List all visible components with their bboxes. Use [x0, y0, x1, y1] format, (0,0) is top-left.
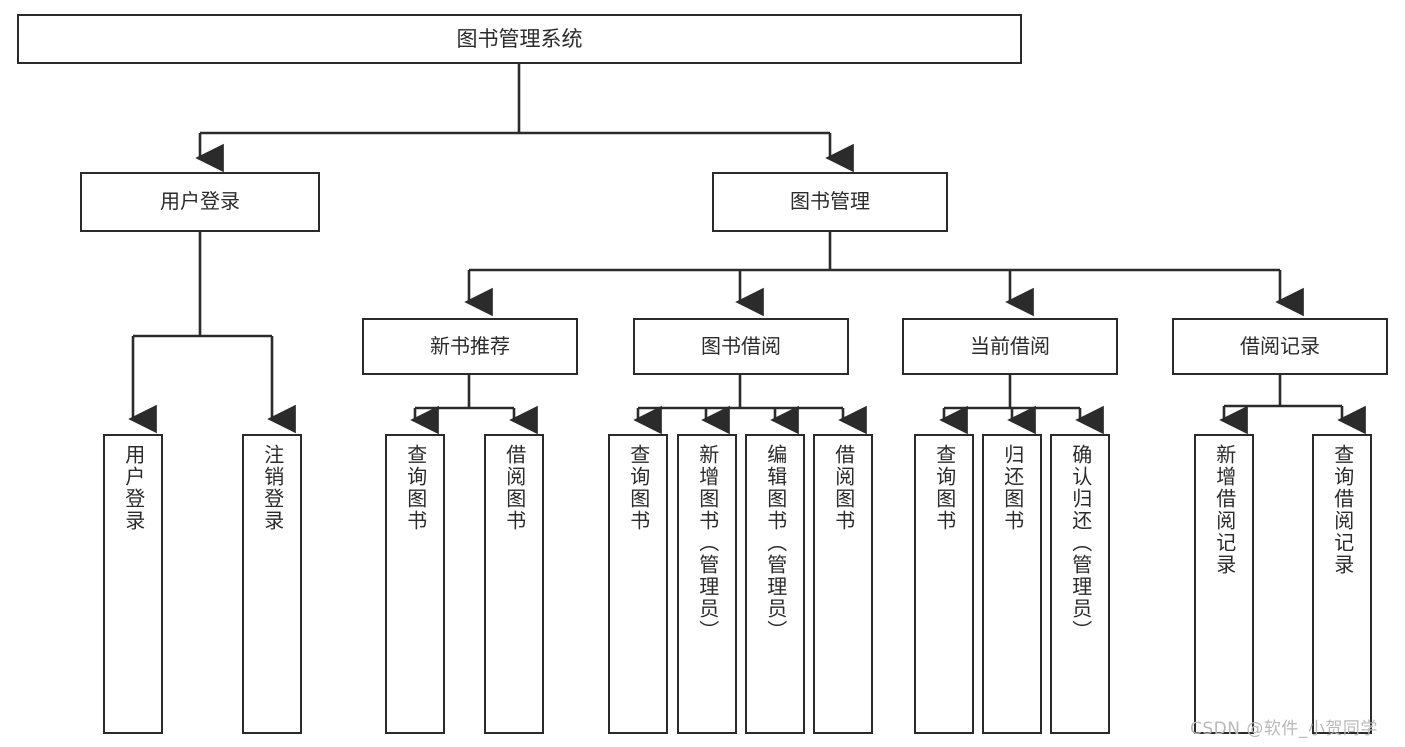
node-current-borrow-label: 当前借阅	[970, 333, 1050, 358]
node-user-login[interactable]: 用户登录	[80, 172, 320, 232]
node-new-book-recommend[interactable]: 新书推荐	[362, 318, 578, 375]
leaf-book-borrow-borrow-book[interactable]: 借阅图书	[813, 434, 873, 734]
leaf-label: 借阅图书	[502, 444, 527, 532]
leaf-current-borrow-confirm-return-admin[interactable]: 确认归还（管理员）	[1050, 434, 1110, 734]
node-root-label: 图书管理系统	[456, 26, 583, 51]
node-user-login-label: 用户登录	[160, 189, 240, 214]
leaf-label: 查询图书	[932, 444, 957, 532]
leaf-borrow-record-query-record[interactable]: 查询借阅记录	[1312, 434, 1372, 734]
leaf-new-book-query-book[interactable]: 查询图书	[385, 434, 445, 734]
leaf-label: 查询图书	[403, 444, 428, 532]
leaf-book-borrow-edit-book-admin[interactable]: 编辑图书（管理员）	[745, 434, 805, 734]
leaf-label: 注销登录	[260, 444, 285, 532]
leaf-label: 编辑图书（管理员）	[763, 444, 788, 642]
leaf-label: 新增借阅记录	[1212, 444, 1237, 576]
leaf-label: 归还图书	[1000, 444, 1025, 532]
leaf-label: 用户登录	[121, 444, 146, 532]
leaf-label: 查询借阅记录	[1330, 444, 1355, 576]
leaf-user-login-login[interactable]: 用户登录	[103, 434, 163, 734]
node-book-management-label: 图书管理	[790, 189, 870, 214]
leaf-user-login-logout[interactable]: 注销登录	[242, 434, 302, 734]
leaf-book-borrow-add-book-admin[interactable]: 新增图书（管理员）	[677, 434, 737, 734]
node-current-borrow[interactable]: 当前借阅	[902, 318, 1118, 375]
node-book-borrow-label: 图书借阅	[701, 333, 781, 358]
leaf-label: 新增图书（管理员）	[695, 444, 720, 642]
node-book-borrow[interactable]: 图书借阅	[633, 318, 849, 375]
leaf-current-borrow-query-book[interactable]: 查询图书	[914, 434, 974, 734]
node-root[interactable]: 图书管理系统	[17, 14, 1022, 64]
leaf-label: 确认归还（管理员）	[1068, 444, 1093, 642]
node-borrow-record-label: 借阅记录	[1240, 333, 1320, 358]
leaf-new-book-borrow-book[interactable]: 借阅图书	[484, 434, 544, 734]
leaf-borrow-record-add-record[interactable]: 新增借阅记录	[1194, 434, 1254, 734]
node-borrow-record[interactable]: 借阅记录	[1172, 318, 1388, 375]
watermark-text: CSDN @软件_小贺同学	[1190, 719, 1378, 739]
leaf-book-borrow-query-book[interactable]: 查询图书	[608, 434, 668, 734]
node-new-book-recommend-label: 新书推荐	[430, 333, 510, 358]
node-book-management[interactable]: 图书管理	[712, 172, 948, 232]
leaf-label: 借阅图书	[831, 444, 856, 532]
leaf-current-borrow-return-book[interactable]: 归还图书	[982, 434, 1042, 734]
watermark: CSDN @软件_小贺同学	[1190, 714, 1378, 739]
leaf-label: 查询图书	[626, 444, 651, 532]
